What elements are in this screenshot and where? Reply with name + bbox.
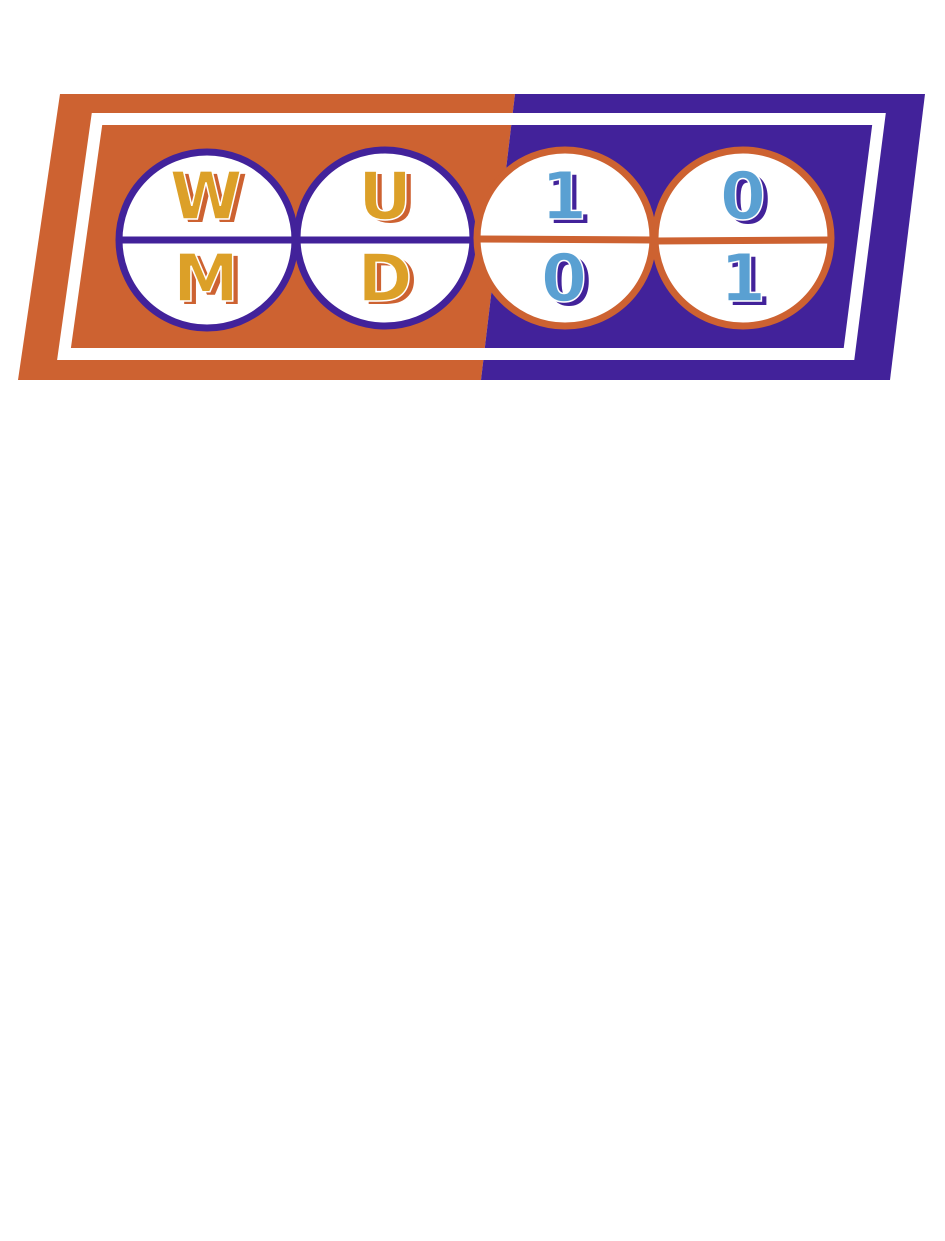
circle-4-bottom-digit: 1 — [720, 240, 766, 317]
logo-circle-2: U U D D — [293, 146, 477, 330]
logo-circle-1: W W M M — [115, 148, 299, 332]
circle-1-bottom-shadow: M — [178, 243, 244, 320]
circle-3-bottom-shadow: 0 — [546, 244, 592, 321]
circle-1-bottom-letter: M — [173, 240, 239, 317]
circle-2-bottom-shadow: D — [363, 243, 418, 320]
circle-1-top-shadow: W — [175, 161, 248, 238]
circle-2-top-letter: U — [358, 158, 412, 235]
circle-3-bottom-digit: 0 — [541, 240, 587, 317]
wud-1001-logo: W W M M U U D D 1 1 0 0 0 0 1 1 — [18, 94, 925, 380]
circle-2-top-shadow: U — [363, 161, 417, 238]
white-frame-border — [57, 113, 886, 360]
circle-4-bottom-shadow: 1 — [725, 244, 771, 321]
circle-3-top-shadow: 1 — [546, 162, 592, 239]
circle-2-bottom-letter: D — [358, 240, 413, 317]
circle-4-top-shadow: 0 — [725, 162, 771, 239]
circle-1-top-letter: W — [170, 158, 243, 235]
logo-circle-4: 0 0 1 1 — [651, 146, 835, 330]
circle-4-top-digit: 0 — [720, 158, 766, 235]
logo-circle-3: 1 1 0 0 — [473, 146, 657, 330]
circle-3-top-digit: 1 — [541, 158, 587, 235]
